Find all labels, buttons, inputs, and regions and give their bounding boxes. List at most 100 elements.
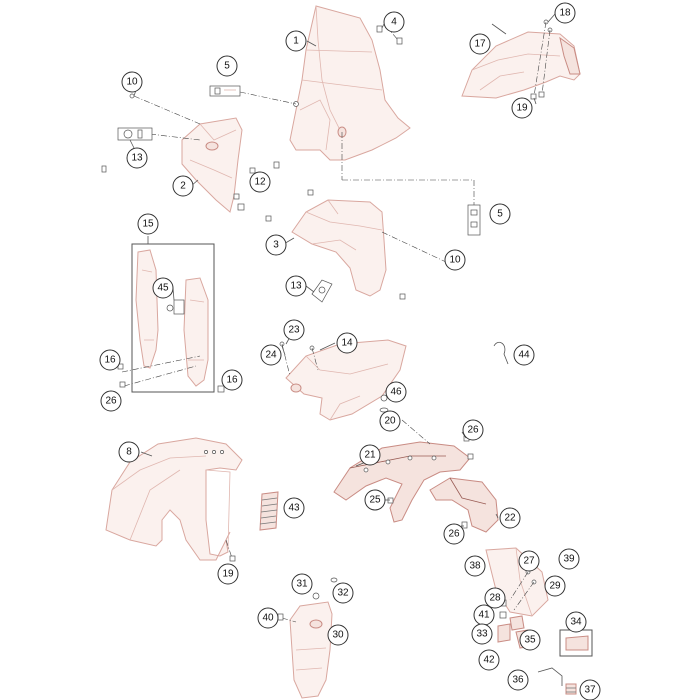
callout-number: 43 — [288, 503, 300, 514]
callout-2: 2 — [172, 175, 194, 197]
fork-protector-assembly — [117, 243, 225, 393]
callout-number: 8 — [126, 447, 132, 458]
callout-26: 26 — [443, 523, 465, 545]
callout-circle — [332, 582, 354, 604]
callout-number: 29 — [549, 581, 561, 592]
callout-number: 42 — [483, 655, 495, 666]
part-windshield — [289, 5, 411, 161]
callout-number: 32 — [337, 588, 349, 599]
callout-42: 42 — [478, 649, 500, 671]
callout-circle — [518, 550, 540, 572]
callout-number: 16 — [226, 375, 238, 386]
callout-number: 26 — [467, 425, 479, 436]
callout-circle — [469, 33, 491, 55]
callout-number: 41 — [478, 610, 490, 621]
callout-44: 44 — [513, 344, 535, 366]
callout-10: 10 — [444, 249, 466, 271]
callout-16: 16 — [221, 369, 243, 391]
part-bracket-22 — [429, 477, 499, 533]
part-front-fender-8 — [105, 437, 243, 561]
callout-22: 22 — [499, 507, 521, 529]
callout-number: 15 — [142, 219, 154, 230]
callout-10: 10 — [121, 71, 143, 93]
callout-8: 8 — [118, 441, 140, 463]
callout-circle — [327, 624, 349, 646]
callout-circle — [554, 2, 576, 24]
callout-number: 10 — [126, 77, 138, 88]
callout-circle — [137, 213, 159, 235]
part-rear-fender-17 — [461, 31, 581, 99]
callout-number: 30 — [332, 630, 344, 641]
callout-number: 45 — [157, 283, 169, 294]
callout-28: 28 — [484, 587, 506, 609]
callout-circle — [283, 319, 305, 341]
callout-number: 16 — [104, 355, 116, 366]
callout-number: 1 — [293, 36, 299, 47]
callout-18: 18 — [554, 2, 576, 24]
bracket-36 — [537, 667, 563, 686]
callout-circle — [513, 344, 535, 366]
callout-number: 39 — [563, 554, 575, 565]
callout-number: 46 — [390, 387, 402, 398]
callout-number: 26 — [105, 396, 117, 407]
callout-circle — [257, 607, 279, 629]
fastener-13-top — [117, 127, 153, 141]
callout-circle — [359, 444, 381, 466]
clip-5-right — [467, 204, 481, 236]
callout-circle — [385, 381, 407, 403]
callout-number: 23 — [288, 325, 300, 336]
callout-circle — [260, 344, 282, 366]
callout-23: 23 — [283, 319, 305, 341]
callout-24: 24 — [260, 344, 282, 366]
callout-circle — [336, 332, 358, 354]
callout-circle — [118, 441, 140, 463]
callout-circle — [265, 234, 287, 256]
callout-26: 26 — [462, 419, 484, 441]
callout-5: 5 — [489, 203, 511, 225]
callout-circle — [544, 575, 566, 597]
callout-12: 12 — [249, 171, 271, 193]
callout-circle — [484, 587, 506, 609]
callout-number: 4 — [391, 17, 397, 28]
callout-number: 13 — [290, 281, 302, 292]
callout-number: 14 — [341, 338, 353, 349]
fastener-4 — [376, 25, 403, 45]
callout-number: 19 — [516, 103, 528, 114]
callout-circle — [217, 563, 239, 585]
callout-circle — [579, 679, 601, 700]
callout-circle — [285, 275, 307, 297]
callout-20: 20 — [379, 410, 401, 432]
callout-36: 36 — [507, 669, 529, 691]
callout-5: 5 — [216, 55, 238, 77]
callout-number: 26 — [448, 529, 460, 540]
callout-circle — [221, 369, 243, 391]
callout-35: 35 — [519, 629, 541, 651]
fasteners-18-19 — [530, 19, 553, 100]
callout-21: 21 — [359, 444, 381, 466]
callout-number: 37 — [584, 685, 596, 696]
callout-circle — [121, 71, 143, 93]
part-side-panel-left — [181, 117, 243, 213]
callout-number: 34 — [570, 617, 582, 628]
callout-29: 29 — [544, 575, 566, 597]
callout-number: 36 — [512, 675, 524, 686]
cable-tie-44 — [493, 341, 509, 365]
callout-circle — [379, 410, 401, 432]
callout-circle — [499, 507, 521, 529]
callout-number: 2 — [180, 181, 186, 192]
callout-circle — [291, 573, 313, 595]
callout-number: 28 — [489, 593, 501, 604]
callout-25: 25 — [364, 489, 386, 511]
callout-16: 16 — [99, 349, 121, 371]
callout-number: 5 — [224, 61, 230, 72]
callout-circle — [519, 629, 541, 651]
callout-32: 32 — [332, 582, 354, 604]
callout-number: 25 — [369, 495, 381, 506]
callout-number: 24 — [265, 350, 277, 361]
callout-circle — [216, 55, 238, 77]
callout-33: 33 — [471, 623, 493, 645]
callout-43: 43 — [283, 497, 305, 519]
